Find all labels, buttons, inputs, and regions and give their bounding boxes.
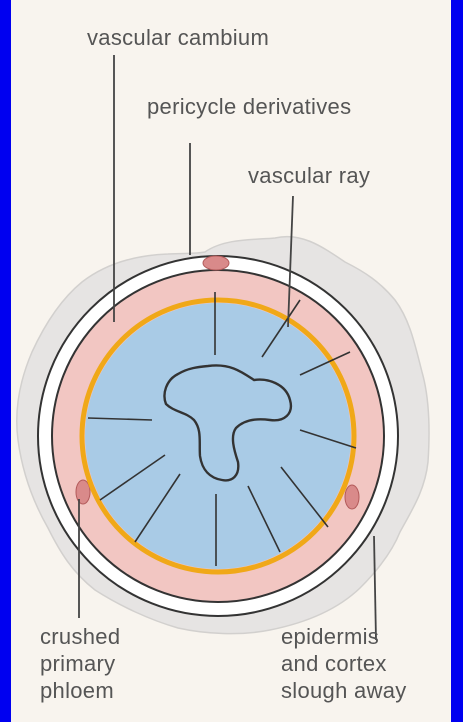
label-epidermis-and-cortex: epidermis and cortex slough away — [281, 623, 407, 704]
label-vascular-cambium: vascular cambium — [87, 24, 269, 51]
label-pericycle-derivatives: pericycle derivatives — [147, 93, 351, 120]
label-crushed-primary-phloem: crushed primary phloem — [40, 623, 120, 704]
label-vascular-ray: vascular ray — [248, 162, 370, 189]
